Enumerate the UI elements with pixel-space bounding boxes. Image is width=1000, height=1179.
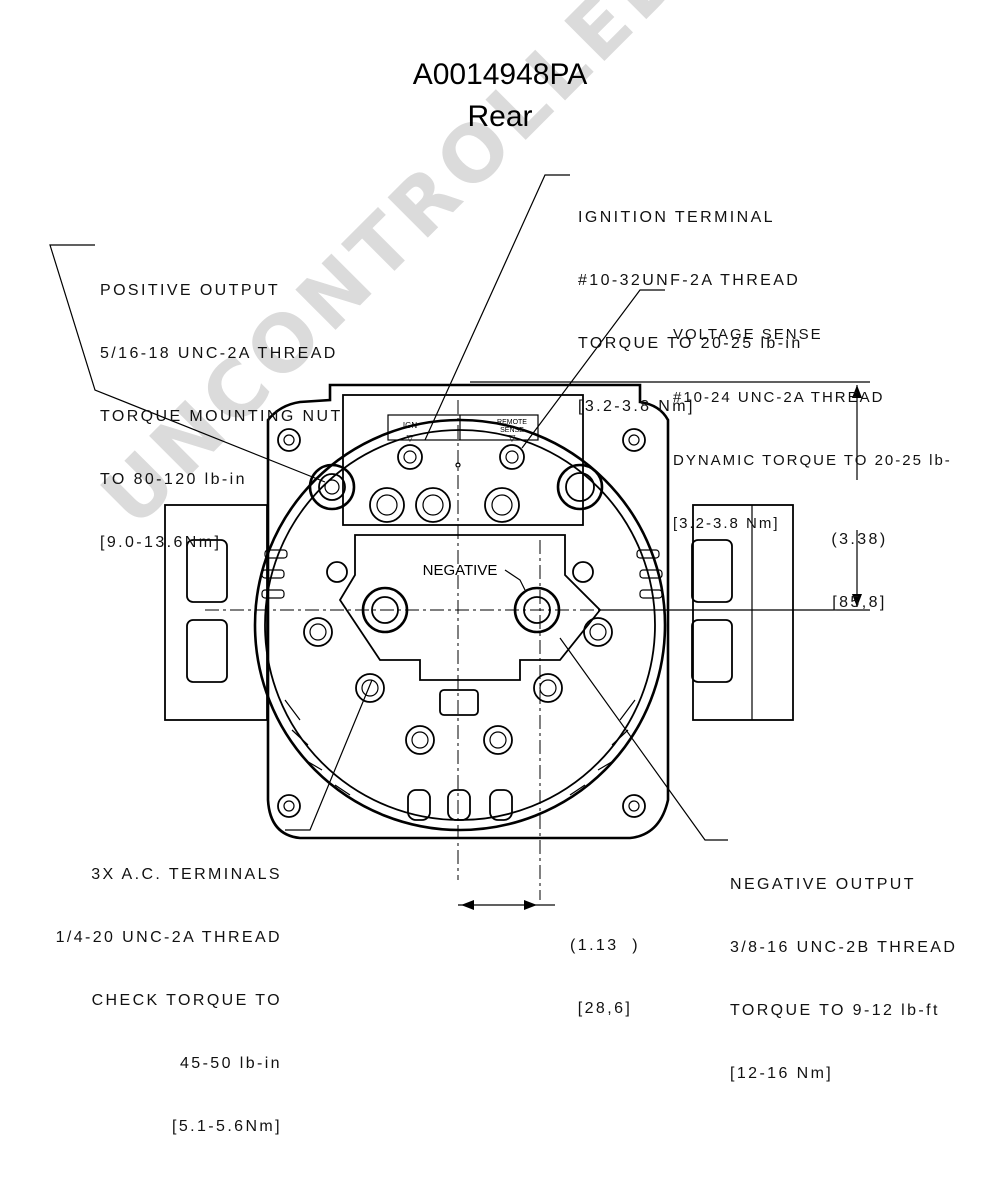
- ign-label: IGN: [403, 421, 417, 430]
- note-ignition-terminal: IGNITION TERMINAL #10-32UNF-2A THREAD TO…: [578, 209, 803, 415]
- dimension-lines: [458, 381, 870, 910]
- svg-text:▽: ▽: [509, 434, 516, 444]
- dimension-horizontal: (1.13 ) [28,6]: [570, 937, 640, 1017]
- dimension-vertical: (3.38) [85,8]: [831, 531, 888, 611]
- terminal-block: [308, 394, 604, 526]
- alternator-rear-view: IGN REMOTE SENSE ▽ ▽ NEGATIVE: [49, 174, 870, 910]
- note-ac-terminals: 3X A.C. TERMINALS 1/4-20 UNC-2A THREAD C…: [55, 866, 282, 1135]
- drawing-title: A0014948PA: [412, 58, 588, 91]
- leader-lines: [49, 174, 728, 841]
- sense-label: SENSE: [500, 427, 524, 434]
- note-voltage-sense: VOLTAGE SENSE #10-24 UNC-2A THREAD DYNAM…: [673, 326, 952, 532]
- negative-label: NEGATIVE: [423, 562, 498, 579]
- mounting-ears: [164, 504, 794, 721]
- drawing-canvas: UNCONTROLLED COPY A0014948PA Rear: [49, 0, 955, 1135]
- note-negative-output: NEGATIVE OUTPUT 3/8-16 UNC-2B THREAD TOR…: [730, 876, 958, 1082]
- note-positive-output: POSITIVE OUTPUT 5/16-18 UNC-2A THREAD TO…: [100, 282, 343, 551]
- svg-text:▽: ▽: [407, 434, 414, 444]
- negative-plate: [338, 534, 602, 681]
- remote-label: REMOTE: [497, 419, 527, 426]
- drawing-view-label: Rear: [467, 100, 533, 133]
- cooling-features: [261, 549, 663, 821]
